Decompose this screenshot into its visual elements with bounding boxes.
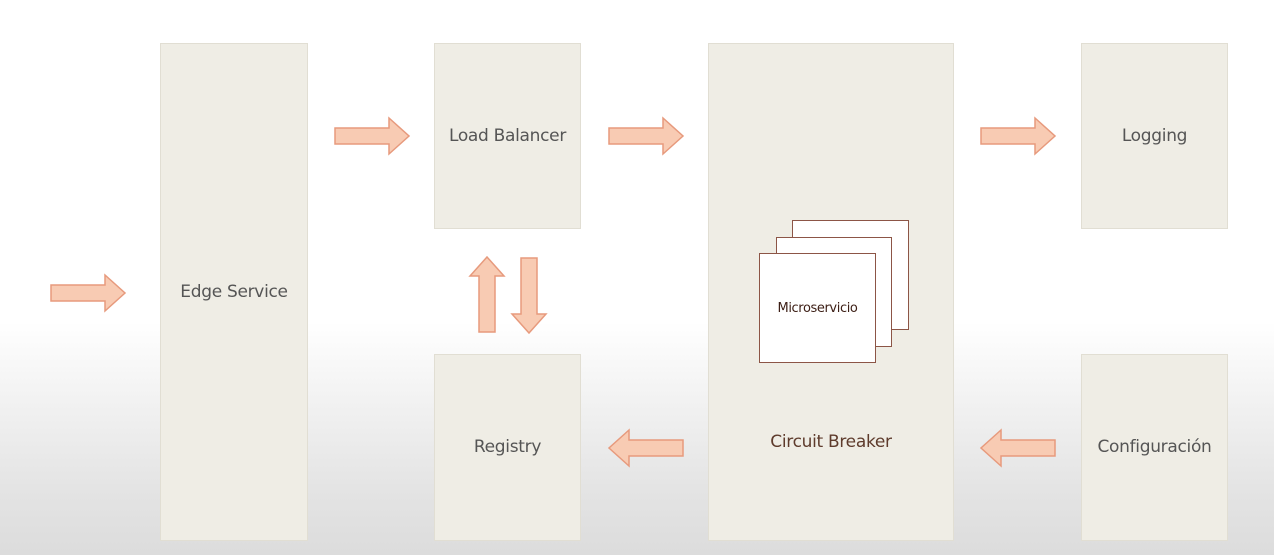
arrow-right-circuit-breaker-to-logging	[980, 116, 1057, 156]
arrow-down-load-balancer-to-registry	[510, 257, 548, 335]
arrow-right-edge-to-load-balancer	[334, 116, 411, 156]
edge-service-label: Edge Service	[180, 282, 288, 302]
registry-label: Registry	[473, 437, 542, 457]
load-balancer-label: Load Balancer	[448, 126, 567, 146]
microservice-label: Microservicio	[777, 300, 858, 316]
arrow-right-into-edge-service	[50, 273, 127, 313]
registry-box: Registry	[434, 354, 581, 541]
circuit-breaker-label: Circuit Breaker	[770, 432, 892, 452]
arrow-up-registry-to-load-balancer	[468, 255, 506, 333]
microservice-card-front: Microservicio	[759, 253, 876, 363]
configuration-label: Configuración	[1097, 437, 1212, 457]
arrow-left-configuration-to-circuit-breaker	[979, 428, 1056, 468]
load-balancer-box: Load Balancer	[434, 43, 581, 229]
configuration-box: Configuración	[1081, 354, 1228, 541]
arrow-left-circuit-breaker-to-registry	[607, 428, 684, 468]
arrow-right-load-balancer-to-circuit-breaker	[608, 116, 685, 156]
logging-label: Logging	[1121, 126, 1188, 146]
logging-box: Logging	[1081, 43, 1228, 229]
edge-service-box: Edge Service	[160, 43, 308, 541]
